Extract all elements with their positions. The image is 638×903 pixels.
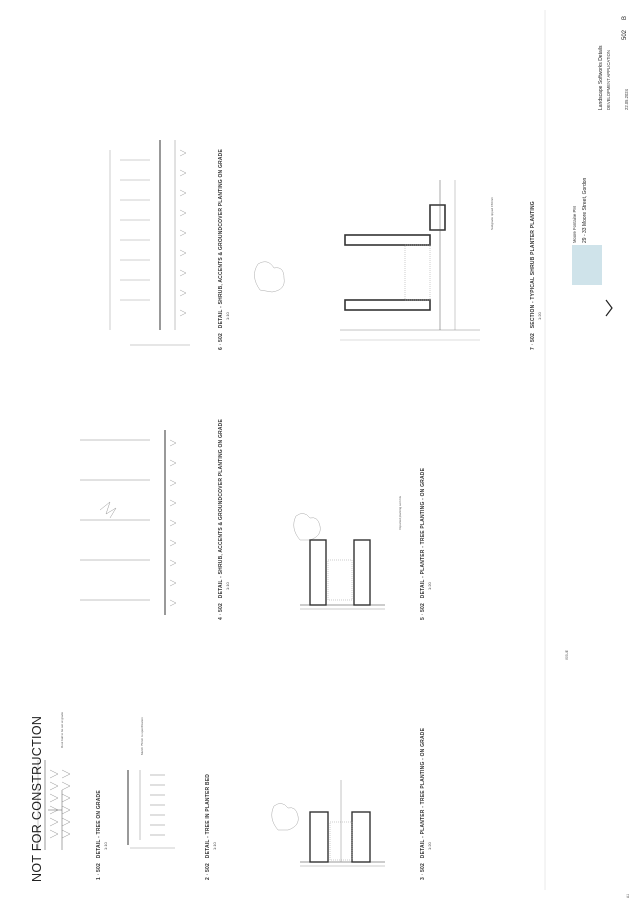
note-4: Subgrade ripped 150mm: [490, 196, 494, 230]
issue-date: 22.05.2024: [624, 89, 629, 110]
detail-5-scale: 1:20: [427, 582, 432, 590]
detail-5-caption: 5 · 502 DETAIL - PLANTER - TREE PLANTING…: [420, 467, 426, 620]
note-2: Mulch 75mm to specification: [140, 717, 144, 755]
detail-5-drawing: [293, 513, 385, 610]
detail-7-scale: 1:20: [537, 312, 542, 320]
detail-2-scale: 1:10: [212, 842, 217, 850]
revision-block-label: ISSUE: [565, 650, 569, 660]
not-for-construction-stamp: NOT FOR CONSTRUCTION: [30, 715, 44, 882]
detail-3-drawing: [271, 780, 385, 867]
detail-7-caption: 7 · 502 SECTION - TYPICAL SHRUB PLANTER …: [530, 201, 536, 350]
detail-6-scale: 1:10: [225, 312, 230, 320]
sheet-size-mark: A1: [626, 893, 630, 898]
status-label: DEVELOPMENT APPLICATION: [606, 50, 611, 110]
detail-2-drawing: [127, 770, 175, 849]
detail-1-scale: 1:10: [103, 842, 108, 850]
drawing-title: Landscape Softworks Details: [598, 45, 604, 110]
detail-4-scale: 1:10: [225, 582, 230, 590]
note-1: Root ball to be set at grade: [60, 711, 64, 748]
drawing-number: 502: [622, 29, 628, 40]
firm-name: Moore Fontaine PM: [572, 206, 577, 243]
detail-4-caption: 4 · 502 DETAIL - SHRUB, ACCENTS & GROUND…: [218, 418, 224, 620]
detail-6-caption: 6 · 502 DETAIL - SHRUB, ACCENTS & GROUND…: [218, 148, 224, 350]
revision-letter: B: [622, 15, 628, 20]
firm-logo-mark: [572, 245, 602, 285]
project-address: 29 - 33 Moore Street, Gordon: [582, 177, 588, 243]
detail-3-scale: 1:20: [427, 842, 432, 850]
note-3: Imported planting soil mix: [398, 495, 402, 530]
detail-4-drawing: [80, 430, 177, 615]
detail-1-drawing: [37, 760, 71, 850]
detail-7-drawing: [254, 180, 480, 341]
detail-6-drawing: [109, 140, 190, 346]
detail-3-caption: 3 · 502 DETAIL - PLANTER - TREE PLANTING…: [420, 727, 426, 880]
detail-2-caption: 2 · 502 DETAIL - TREE IN PLANTER BED: [205, 773, 211, 880]
detail-1-caption: 1 · 502 DETAIL - TREE ON GRADE: [96, 790, 102, 880]
